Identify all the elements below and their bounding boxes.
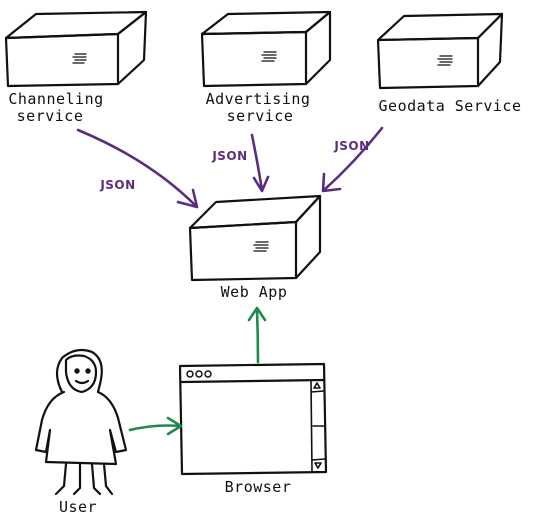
- arrow-advertising-to-webapp: [250, 133, 270, 193]
- geodata-service-box: [376, 12, 504, 90]
- web-app-label: Web App: [221, 283, 288, 301]
- user-figure: [34, 348, 128, 496]
- vent-icon: [72, 53, 87, 64]
- advertising-service-box: [200, 10, 332, 88]
- user-hair: [55, 348, 103, 394]
- arrow-browser-to-webapp: [247, 306, 267, 364]
- arrow-geodata-to-webapp: [321, 126, 384, 193]
- vent-icon: [253, 241, 269, 252]
- geodata-service-label: Geodata Service: [379, 97, 522, 115]
- web-app-box: [188, 194, 322, 282]
- browser-label: Browser: [225, 478, 292, 496]
- json-label-geodata: JSON: [333, 139, 369, 153]
- json-label-channeling: JSON: [99, 178, 135, 192]
- user-body: [34, 390, 128, 466]
- window-buttons-icon: [186, 370, 212, 378]
- channeling-service-box: [4, 10, 148, 88]
- vent-icon: [261, 51, 277, 62]
- arrow-channeling-to-webapp: [76, 128, 199, 209]
- json-label-advertising: JSON: [211, 149, 247, 163]
- user-label: User: [59, 498, 97, 516]
- vent-icon: [437, 55, 453, 66]
- channeling-service-label-line1: Channeling: [8, 90, 103, 108]
- arrow-user-to-browser: [128, 416, 183, 436]
- user-face: [64, 354, 98, 394]
- scrollbar: [310, 380, 326, 473]
- browser-window: [178, 362, 328, 476]
- channeling-service-label-line2: service: [17, 107, 84, 125]
- advertising-service-label-line2: service: [227, 107, 294, 125]
- user-legs: [54, 462, 114, 496]
- advertising-service-label-line1: Advertising: [206, 90, 311, 108]
